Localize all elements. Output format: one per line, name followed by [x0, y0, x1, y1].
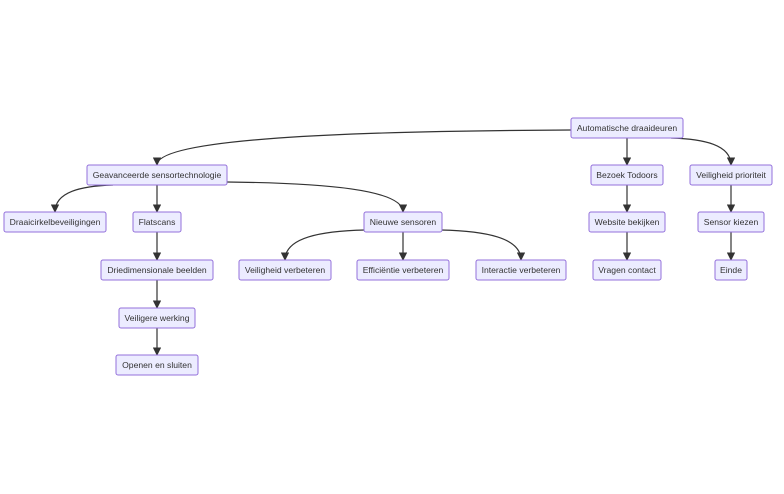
- node-box-efficientie: [356, 259, 450, 281]
- node-box-auto: [570, 117, 684, 139]
- node-label-geav: Geavanceerde sensortechnologie: [93, 170, 222, 180]
- edge-nieuwe-to-interactie: [440, 229, 526, 261]
- node-box-geav: [86, 164, 228, 186]
- node-flatscans: Flatscans: [132, 211, 182, 233]
- node-veiligheidprio: Veiligheid prioriteit: [689, 164, 773, 186]
- node-box-nieuwe: [363, 211, 443, 233]
- node-auto: Automatische draaideuren: [570, 117, 684, 139]
- node-label-website: Website bekijken: [595, 217, 660, 227]
- edge-auto-to-veiligheidprio: [670, 137, 736, 166]
- node-geav: Geavanceerde sensortechnologie: [86, 164, 228, 186]
- node-veiligere: Veiligere werking: [118, 307, 196, 329]
- node-box-veiligheidverb: [238, 259, 332, 281]
- node-openen: Openen en sluiten: [115, 354, 199, 376]
- node-box-sensorkiezen: [697, 211, 765, 233]
- edge-geav-to-nieuwe: [226, 181, 408, 213]
- node-box-draaicirkel: [3, 211, 107, 233]
- node-box-openen: [115, 354, 199, 376]
- node-box-driedim: [100, 259, 214, 281]
- node-vragen: Vragen contact: [592, 259, 662, 281]
- node-website: Website bekijken: [588, 211, 666, 233]
- node-draaicirkel: Draaicirkelbeveiligingen: [3, 211, 107, 233]
- node-label-auto: Automatische draaideuren: [577, 123, 678, 133]
- node-box-website: [588, 211, 666, 233]
- node-box-einde: [714, 259, 748, 281]
- node-box-flatscans: [132, 211, 182, 233]
- node-label-veiligheidverb: Veiligheid verbeteren: [245, 265, 325, 275]
- node-label-driedim: Driedimensionale beelden: [107, 265, 207, 275]
- node-einde: Einde: [714, 259, 748, 281]
- node-label-bezoek: Bezoek Todoors: [596, 170, 657, 180]
- edges-layer: [50, 129, 736, 356]
- node-label-flatscans: Flatscans: [139, 217, 176, 227]
- node-label-sensorkiezen: Sensor kiezen: [704, 217, 759, 227]
- node-driedim: Driedimensionale beelden: [100, 259, 214, 281]
- node-label-efficientie: Efficiëntie verbeteren: [363, 265, 444, 275]
- node-box-bezoek: [590, 164, 664, 186]
- node-label-interactie: Interactie verbeteren: [482, 265, 561, 275]
- node-label-vragen: Vragen contact: [598, 265, 656, 275]
- node-label-nieuwe: Nieuwe sensoren: [370, 217, 437, 227]
- node-nieuwe: Nieuwe sensoren: [363, 211, 443, 233]
- node-efficientie: Efficiëntie verbeteren: [356, 259, 450, 281]
- edge-auto-to-geav: [152, 129, 572, 166]
- node-label-draaicirkel: Draaicirkelbeveiligingen: [10, 217, 101, 227]
- node-box-veiligere: [118, 307, 196, 329]
- node-veiligheidverb: Veiligheid verbeteren: [238, 259, 332, 281]
- node-box-veiligheidprio: [689, 164, 773, 186]
- node-interactie: Interactie verbeteren: [475, 259, 567, 281]
- node-bezoek: Bezoek Todoors: [590, 164, 664, 186]
- node-label-einde: Einde: [720, 265, 742, 275]
- node-label-openen: Openen en sluiten: [122, 360, 192, 370]
- node-box-vragen: [592, 259, 662, 281]
- edge-nieuwe-to-veiligheidverb: [280, 229, 366, 261]
- node-label-veiligheidprio: Veiligheid prioriteit: [696, 170, 766, 180]
- node-label-veiligere: Veiligere werking: [125, 313, 190, 323]
- edge-geav-to-draaicirkel: [50, 184, 114, 213]
- node-sensorkiezen: Sensor kiezen: [697, 211, 765, 233]
- node-box-interactie: [475, 259, 567, 281]
